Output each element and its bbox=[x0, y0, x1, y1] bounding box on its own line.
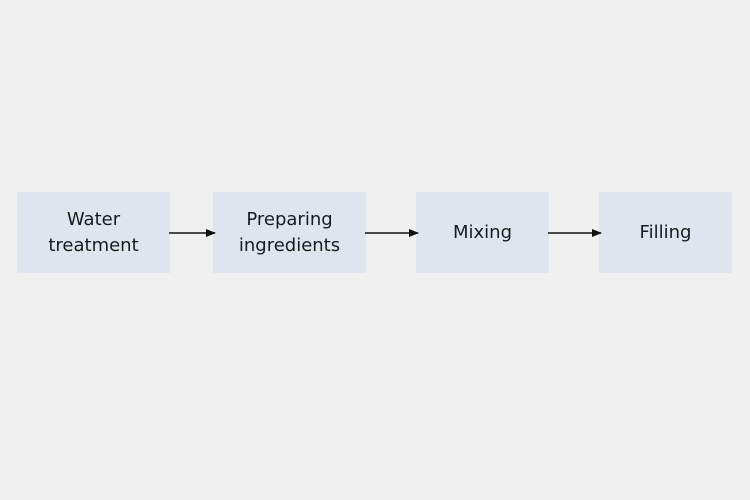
step-label: Mixing bbox=[452, 221, 513, 243]
step-water-treatment: Water treatment bbox=[17, 192, 170, 273]
step-label: Water treatment bbox=[17, 207, 170, 259]
step-label-line: Preparing bbox=[246, 208, 333, 230]
step-label-line: treatment bbox=[48, 234, 139, 256]
step-label-line: Water bbox=[66, 208, 121, 230]
step-preparing-ingredients: Preparing ingredients bbox=[213, 192, 366, 273]
step-label: Preparing ingredients bbox=[213, 207, 366, 259]
step-mixing: Mixing bbox=[416, 192, 549, 273]
step-filling: Filling bbox=[599, 192, 732, 273]
step-label: Filling bbox=[639, 221, 692, 243]
step-label-line: ingredients bbox=[238, 234, 341, 256]
